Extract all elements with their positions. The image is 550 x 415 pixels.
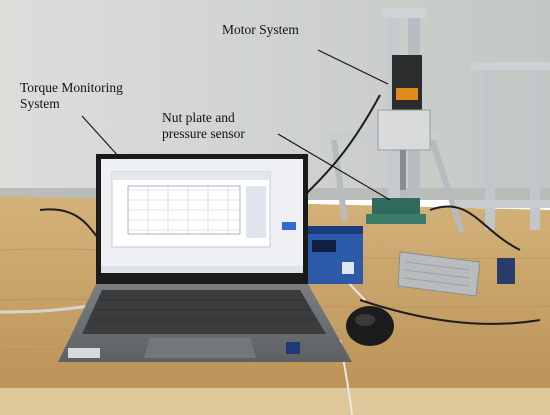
- arrow-torque-monitoring: [81, 115, 121, 159]
- nut-plate-text-line1: Nut plate and: [162, 110, 235, 125]
- nut-plate-sensor: [366, 198, 426, 224]
- connector: [497, 258, 515, 284]
- cable-4: [359, 299, 541, 325]
- torque-monitoring-text-line2: System: [20, 96, 60, 111]
- laptop-icon: [58, 154, 352, 362]
- power-supply: [397, 251, 481, 297]
- torque-monitoring-text-line1: Torque Monitoring: [20, 80, 123, 95]
- usb-cable: [0, 304, 91, 314]
- motor-system-text: Motor System: [222, 22, 299, 37]
- motor-icon: [377, 55, 431, 190]
- annotation-motor-system: Motor System: [222, 22, 299, 38]
- software-chart: [128, 186, 240, 234]
- arrow-motor-system: [317, 49, 389, 85]
- nut-plate-text-line2: pressure sensor: [162, 126, 245, 141]
- arrow-nut-plate: [277, 133, 391, 201]
- laptop-touchpad: [144, 338, 256, 358]
- annotation-nut-plate: Nut plate and pressure sensor: [162, 110, 245, 142]
- table-edge: [0, 388, 550, 415]
- mouse-icon: [346, 306, 394, 346]
- taskbar: [101, 266, 303, 273]
- annotation-torque-monitoring: Torque Monitoring System: [20, 80, 123, 112]
- cable-2: [429, 205, 521, 251]
- laptop-keyboard: [82, 290, 326, 334]
- cable-1: [299, 94, 381, 201]
- controller-box: [305, 226, 363, 284]
